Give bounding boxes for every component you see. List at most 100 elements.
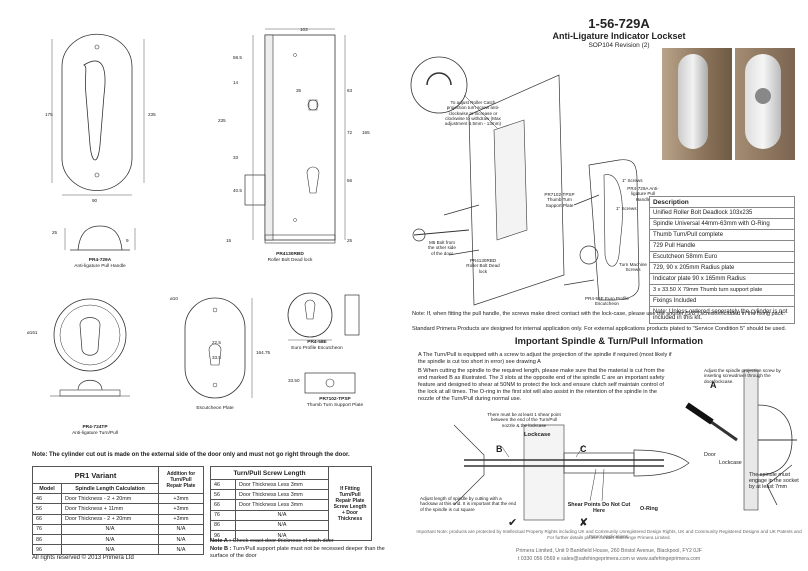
deadlock-code: PR4130RBD (276, 252, 304, 257)
diag-label-a: A (710, 380, 717, 390)
label-rbd: PR4130RBD Roller Bolt Dead lock (466, 258, 500, 274)
exploded-assembly-drawing (410, 56, 640, 306)
product-photo-1 (662, 48, 732, 160)
diag-adjust-length: Adjust length of spindle by cutting with… (420, 496, 517, 512)
label-screws-2: 1" Screws (616, 206, 637, 211)
cell: 46 (210, 478, 236, 491)
fit-note-2: Standard Primera Products are designed f… (412, 326, 787, 332)
deadlock-caption: Roller Bolt Dead lock (267, 258, 313, 263)
escutcheon-caption: Euro Profile Escutcheon (291, 346, 343, 351)
dim-103: 103 (300, 27, 308, 32)
table-row: Indicator plate 90 x 165mm Radius (649, 273, 795, 285)
cell: Door Thickness Less 3mm (235, 499, 329, 511)
dim-15: 15 (226, 238, 232, 243)
dim-22-5: 22.5 (212, 340, 221, 345)
label-screws-1: 1" Screws (622, 178, 643, 183)
fit-note-1: Note: If, when fitting the pull handle, … (412, 311, 785, 317)
description-item: Escutcheon 58mm Euro (649, 251, 795, 263)
diag-adjust-screw: Adjust the spindle projection screw by i… (704, 368, 781, 384)
table-row: Unified Roller Bolt Deadlock 103x235 (649, 207, 795, 219)
copyright: All rights reserved © 2013 Primera Ltd (32, 555, 134, 561)
label-machine: Turn Machine Screws (619, 262, 647, 273)
left-page: 175 235 90 25 9 PR4-729A Anti-ligature P… (27, 27, 385, 561)
footer-protect: Important Note: products are protected b… (416, 529, 802, 539)
cell: N/A (61, 523, 159, 535)
diag-shear: Shear Points Do Not Cut Here (567, 502, 631, 515)
note-a-label: Note A : (210, 538, 232, 544)
dim-25b: 25 (347, 238, 353, 243)
cell: Door Thickness - 2 + 20mm (61, 493, 159, 505)
turn-code: PR4-724TP (82, 425, 108, 430)
dim-33-5: 33.5 (212, 355, 221, 360)
table-row: Spindle Universal 44mm-63mm with O-Ring (649, 218, 795, 230)
table-row: Note: Unless ordered seperately the cyli… (649, 306, 795, 324)
cell: 56 (32, 503, 62, 515)
check-mark-icon: ✔ (508, 517, 518, 529)
dim-63: 63 (347, 88, 353, 93)
diag-oring: O-Ring (640, 506, 658, 512)
cell: N/A (158, 544, 204, 556)
spindle-diagram (453, 424, 690, 521)
pull-handle-caption: Anti-ligature Pull Handle (74, 264, 126, 269)
pr1-col-calc: Spindle Length Calculation (61, 482, 159, 495)
description-table: Description Unified Roller Bolt Deadlock… (649, 196, 795, 324)
dim-235b: 235 (218, 118, 226, 123)
cell: 76 (32, 523, 62, 535)
cell: 86 (32, 533, 62, 546)
cell: Door Thickness Less 3mm (235, 478, 329, 491)
dim-35: 35 (296, 88, 302, 93)
cell: N/A (158, 523, 204, 535)
cell: 86 (210, 519, 236, 531)
footer-contact: t 0330 056 0569 e sales@safehingeprimera… (517, 556, 701, 562)
note-b-text: Turn/Pull support plate must not be rece… (210, 546, 385, 559)
cell: N/A (235, 529, 329, 542)
dim-72: 72 (347, 130, 353, 135)
doc-code: 1-56-729A (588, 16, 650, 31)
note-b-label: Note B : (210, 546, 232, 552)
cell: N/A (61, 544, 159, 556)
thumb-turn-plate-drawing (304, 372, 356, 394)
dim-phi10: ø10 (170, 296, 178, 301)
dim-56: 56 (347, 178, 353, 183)
description-header: Description (649, 196, 795, 208)
table-row: Fixings Included (649, 295, 795, 307)
dim-164-75: 164.75 (256, 350, 271, 355)
dim-58-5: 58.5 (233, 55, 242, 60)
cell: N/A (61, 533, 159, 546)
callout-adjust: To adjust Roller Catch projection turn s… (444, 100, 502, 127)
screw-side-header: If Fitting Turn/Pull Repair Plate Screw … (328, 465, 372, 542)
deadlock-drawing (244, 28, 346, 244)
tpsp-code: PR7102-TPSP (319, 397, 351, 402)
turn-pull-drawing (50, 298, 130, 397)
pr1-addition-header: Addition for Turn/Pull Repair Plate (158, 465, 204, 495)
right-page: 1-56-729A Anti-Ligature Indicator Lockse… (404, 0, 808, 571)
important-a: A The Turn/Pull is equipped with a screw… (418, 352, 672, 365)
tpsp-caption: Thumb Turn Support Plate (306, 403, 364, 408)
pull-handle-code: PR4-729A (88, 258, 112, 263)
cell: +3mm (158, 503, 204, 515)
cylinder-note: Note: The cylinder cut out is made on th… (32, 452, 350, 458)
pr1-col-model: Model (32, 482, 62, 495)
table-row: 729 Pull Handle (649, 240, 795, 252)
table-row: Escutcheon 58mm Euro (649, 251, 795, 263)
dim-235: 235 (148, 112, 156, 117)
footer-details: For further details please contact Safeh… (547, 535, 671, 540)
turn-caption: Anti-ligature Turn/Pull (72, 431, 118, 436)
doc-title: Anti-Ligature Indicator Lockset (552, 31, 686, 41)
escutcheon-plate-caption: Escutcheon Plate (196, 406, 234, 411)
note-a-text: Check exact door thickness of each door (232, 538, 334, 544)
description-item: Thumb Turn/Pull complete (649, 229, 795, 241)
label-tpsp: PR7102-TPSP Thumb Turn Support Plate (544, 192, 575, 208)
pr1-title: PR1 Variant (32, 466, 159, 484)
table-row: Thumb Turn/Pull complete (649, 229, 795, 241)
dim-33: 33 (233, 155, 239, 160)
escutcheon-plate-drawing (184, 297, 253, 399)
diag-label-c: C (580, 444, 587, 454)
cell: Door Thickness - 2 + 20mm (61, 513, 159, 525)
pull-handle-drawing (51, 33, 145, 196)
cell: 96 (32, 544, 62, 556)
